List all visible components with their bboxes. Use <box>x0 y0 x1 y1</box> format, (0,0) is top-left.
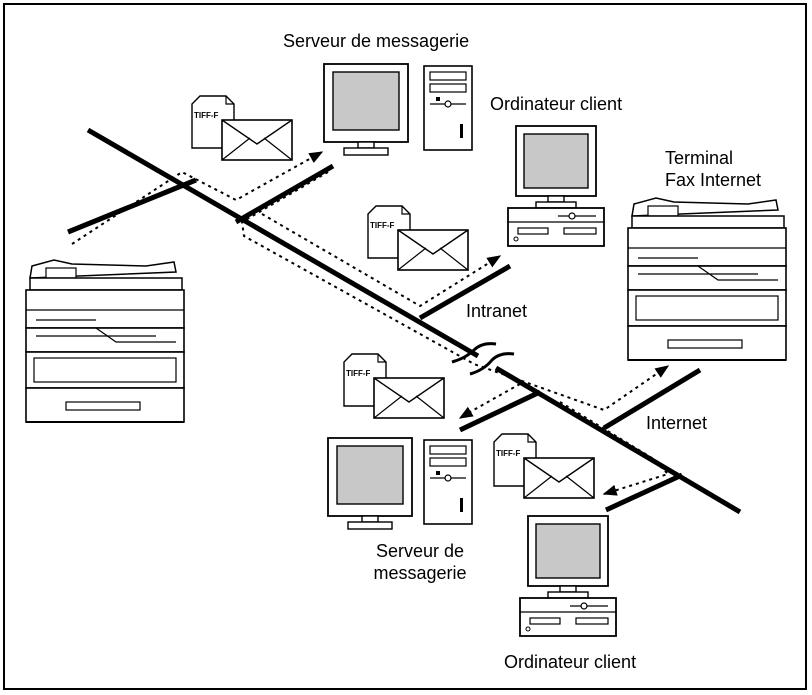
mail-attachment-icon-4: TIFF-F <box>493 433 595 499</box>
branch-left-mfp <box>67 177 197 235</box>
svg-text:TIFF-F: TIFF-F <box>370 221 395 230</box>
diagram-frame <box>3 3 807 690</box>
label-fax-terminal-line2: Fax Internet <box>665 170 762 190</box>
label-client-pc-bottom: Ordinateur client <box>504 652 637 672</box>
fax-terminal-icon <box>627 197 787 361</box>
mail-server-bottom-monitor-icon <box>327 437 413 530</box>
path-to-mail-server-bottom <box>458 383 521 419</box>
branch-mail-server-top <box>234 163 335 225</box>
branch-fax-terminal <box>602 367 702 431</box>
mail-server-top-tower-icon <box>423 65 473 151</box>
svg-text:TIFF-F: TIFF-F <box>496 449 521 458</box>
client-pc-bottom-icon <box>519 515 617 637</box>
backbone-intranet <box>86 127 480 359</box>
network-lines <box>67 127 742 515</box>
client-pc-top-icon <box>507 125 605 247</box>
svg-text:TIFF-F: TIFF-F <box>346 369 371 378</box>
branch-mail-server-bottom <box>458 389 542 433</box>
path-to-mail-server-top <box>71 151 324 245</box>
label-internet: Internet <box>646 413 708 433</box>
label-intranet: Intranet <box>466 301 528 321</box>
path-to-client-top <box>261 213 502 308</box>
label-client-pc-top: Ordinateur client <box>490 94 623 114</box>
label-fax-terminal-line1: Terminal <box>665 148 734 168</box>
label-mail-server-top: Serveur de messagerie <box>283 31 470 51</box>
mail-server-bottom-tower-icon <box>423 439 473 525</box>
mail-attachment-icon-1: TIFF-F <box>191 95 293 161</box>
label-mail-server-bottom-line2: messagerie <box>373 563 467 583</box>
svg-text:TIFF-F: TIFF-F <box>194 111 219 120</box>
sender-mfp-icon <box>25 259 185 423</box>
branch-client-bottom <box>604 472 684 513</box>
mail-server-top-monitor-icon <box>323 63 409 156</box>
path-to-client-bottom <box>559 401 670 496</box>
mail-attachment-icon-3: TIFF-F <box>343 353 445 419</box>
mail-attachment-icon-2: TIFF-F <box>367 205 469 271</box>
label-mail-server-bottom-line1: Serveur de <box>375 541 465 561</box>
transmission-paths <box>71 151 670 496</box>
path-to-fax-terminal <box>240 171 670 412</box>
branch-client-top <box>418 263 512 321</box>
